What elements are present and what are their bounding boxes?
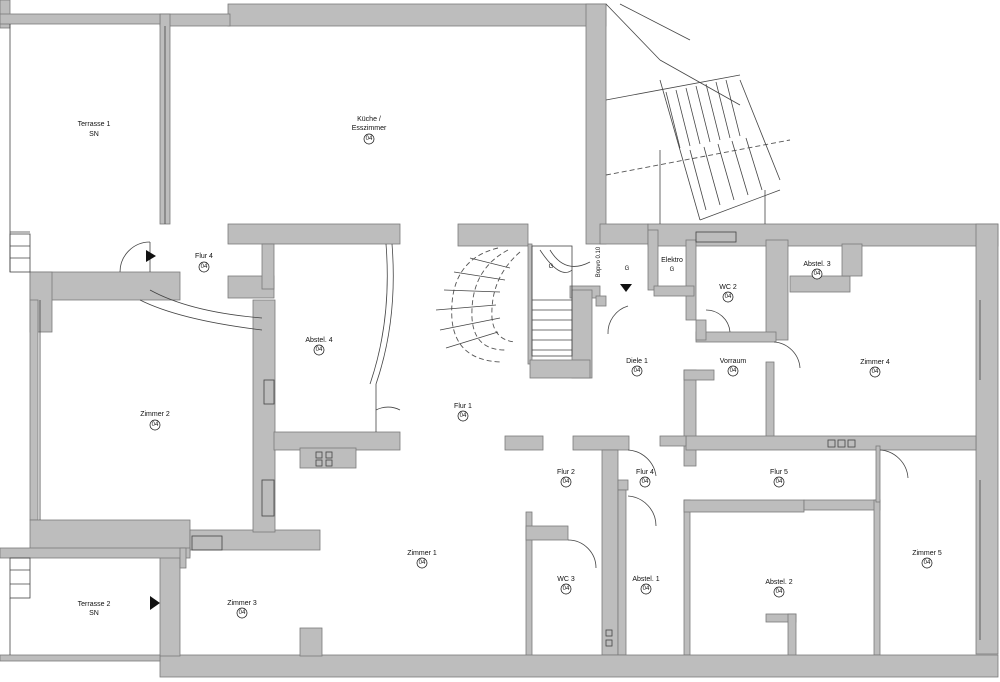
stair-label-g2: G — [625, 266, 630, 272]
room-code: 04 — [316, 347, 323, 353]
room-code: 04 — [776, 479, 783, 485]
elektro-code: G — [670, 267, 675, 273]
room-name: WC 2 — [719, 284, 737, 291]
room-code: 04 — [460, 413, 467, 419]
room-name: Abstel. 2 — [765, 579, 792, 586]
room-code: 04 — [634, 368, 641, 374]
room-name: Flur 1 — [454, 403, 472, 410]
elektro-label: Elektro — [661, 257, 683, 264]
room-code: 04 — [152, 422, 159, 428]
room-sub: SN — [89, 610, 99, 617]
room-labels: Terrasse 1 SN Küche / Esszimmer 04 Flur … — [78, 116, 942, 619]
room-code: 04 — [239, 610, 246, 616]
room-code: 04 — [776, 589, 783, 595]
room-name: WC 3 — [557, 576, 575, 583]
room-name: Flur 5 — [770, 469, 788, 476]
room-name: Zimmer 3 — [227, 600, 257, 607]
room-name: Esszimmer — [352, 125, 387, 132]
room-code: 04 — [366, 136, 373, 142]
room-code: 04 — [643, 586, 650, 592]
room-name: Abstel. 1 — [632, 576, 659, 583]
room-name: Abstel. 3 — [803, 261, 830, 268]
room-code: 04 — [419, 560, 426, 566]
room-code: 04 — [642, 479, 649, 485]
room-code: 04 — [563, 479, 570, 485]
room-name: Flur 4 — [195, 253, 213, 260]
room-code: 04 — [201, 264, 208, 270]
room-name: Flur 2 — [557, 469, 575, 476]
room-name: Terrasse 2 — [78, 601, 111, 608]
room-code: 04 — [814, 271, 821, 277]
room-code: 04 — [725, 294, 732, 300]
room-name: Diele 1 — [626, 358, 648, 365]
room-name: Zimmer 2 — [140, 411, 170, 418]
stair-labels: G G Bopvo 0.10 Elektro G — [549, 246, 683, 277]
room-code: 04 — [730, 368, 737, 374]
detail-lines — [9, 3, 981, 655]
room-code: 04 — [563, 586, 570, 592]
stair-label-vertical: Bopvo 0.10 — [596, 246, 602, 277]
room-name: Zimmer 4 — [860, 359, 890, 366]
room-name: Terrasse 1 — [78, 121, 111, 128]
room-name: Flur 4 — [636, 469, 654, 476]
room-name: Abstel. 4 — [305, 337, 332, 344]
stair-label-g1: G — [549, 264, 554, 270]
room-name: Zimmer 5 — [912, 550, 942, 557]
room-name: Vorraum — [720, 358, 747, 365]
room-code: 04 — [924, 560, 931, 566]
room-name: Zimmer 1 — [407, 550, 437, 557]
room-code: 04 — [872, 369, 879, 375]
room-sub: SN — [89, 131, 99, 138]
room-name: Küche / — [357, 116, 381, 123]
